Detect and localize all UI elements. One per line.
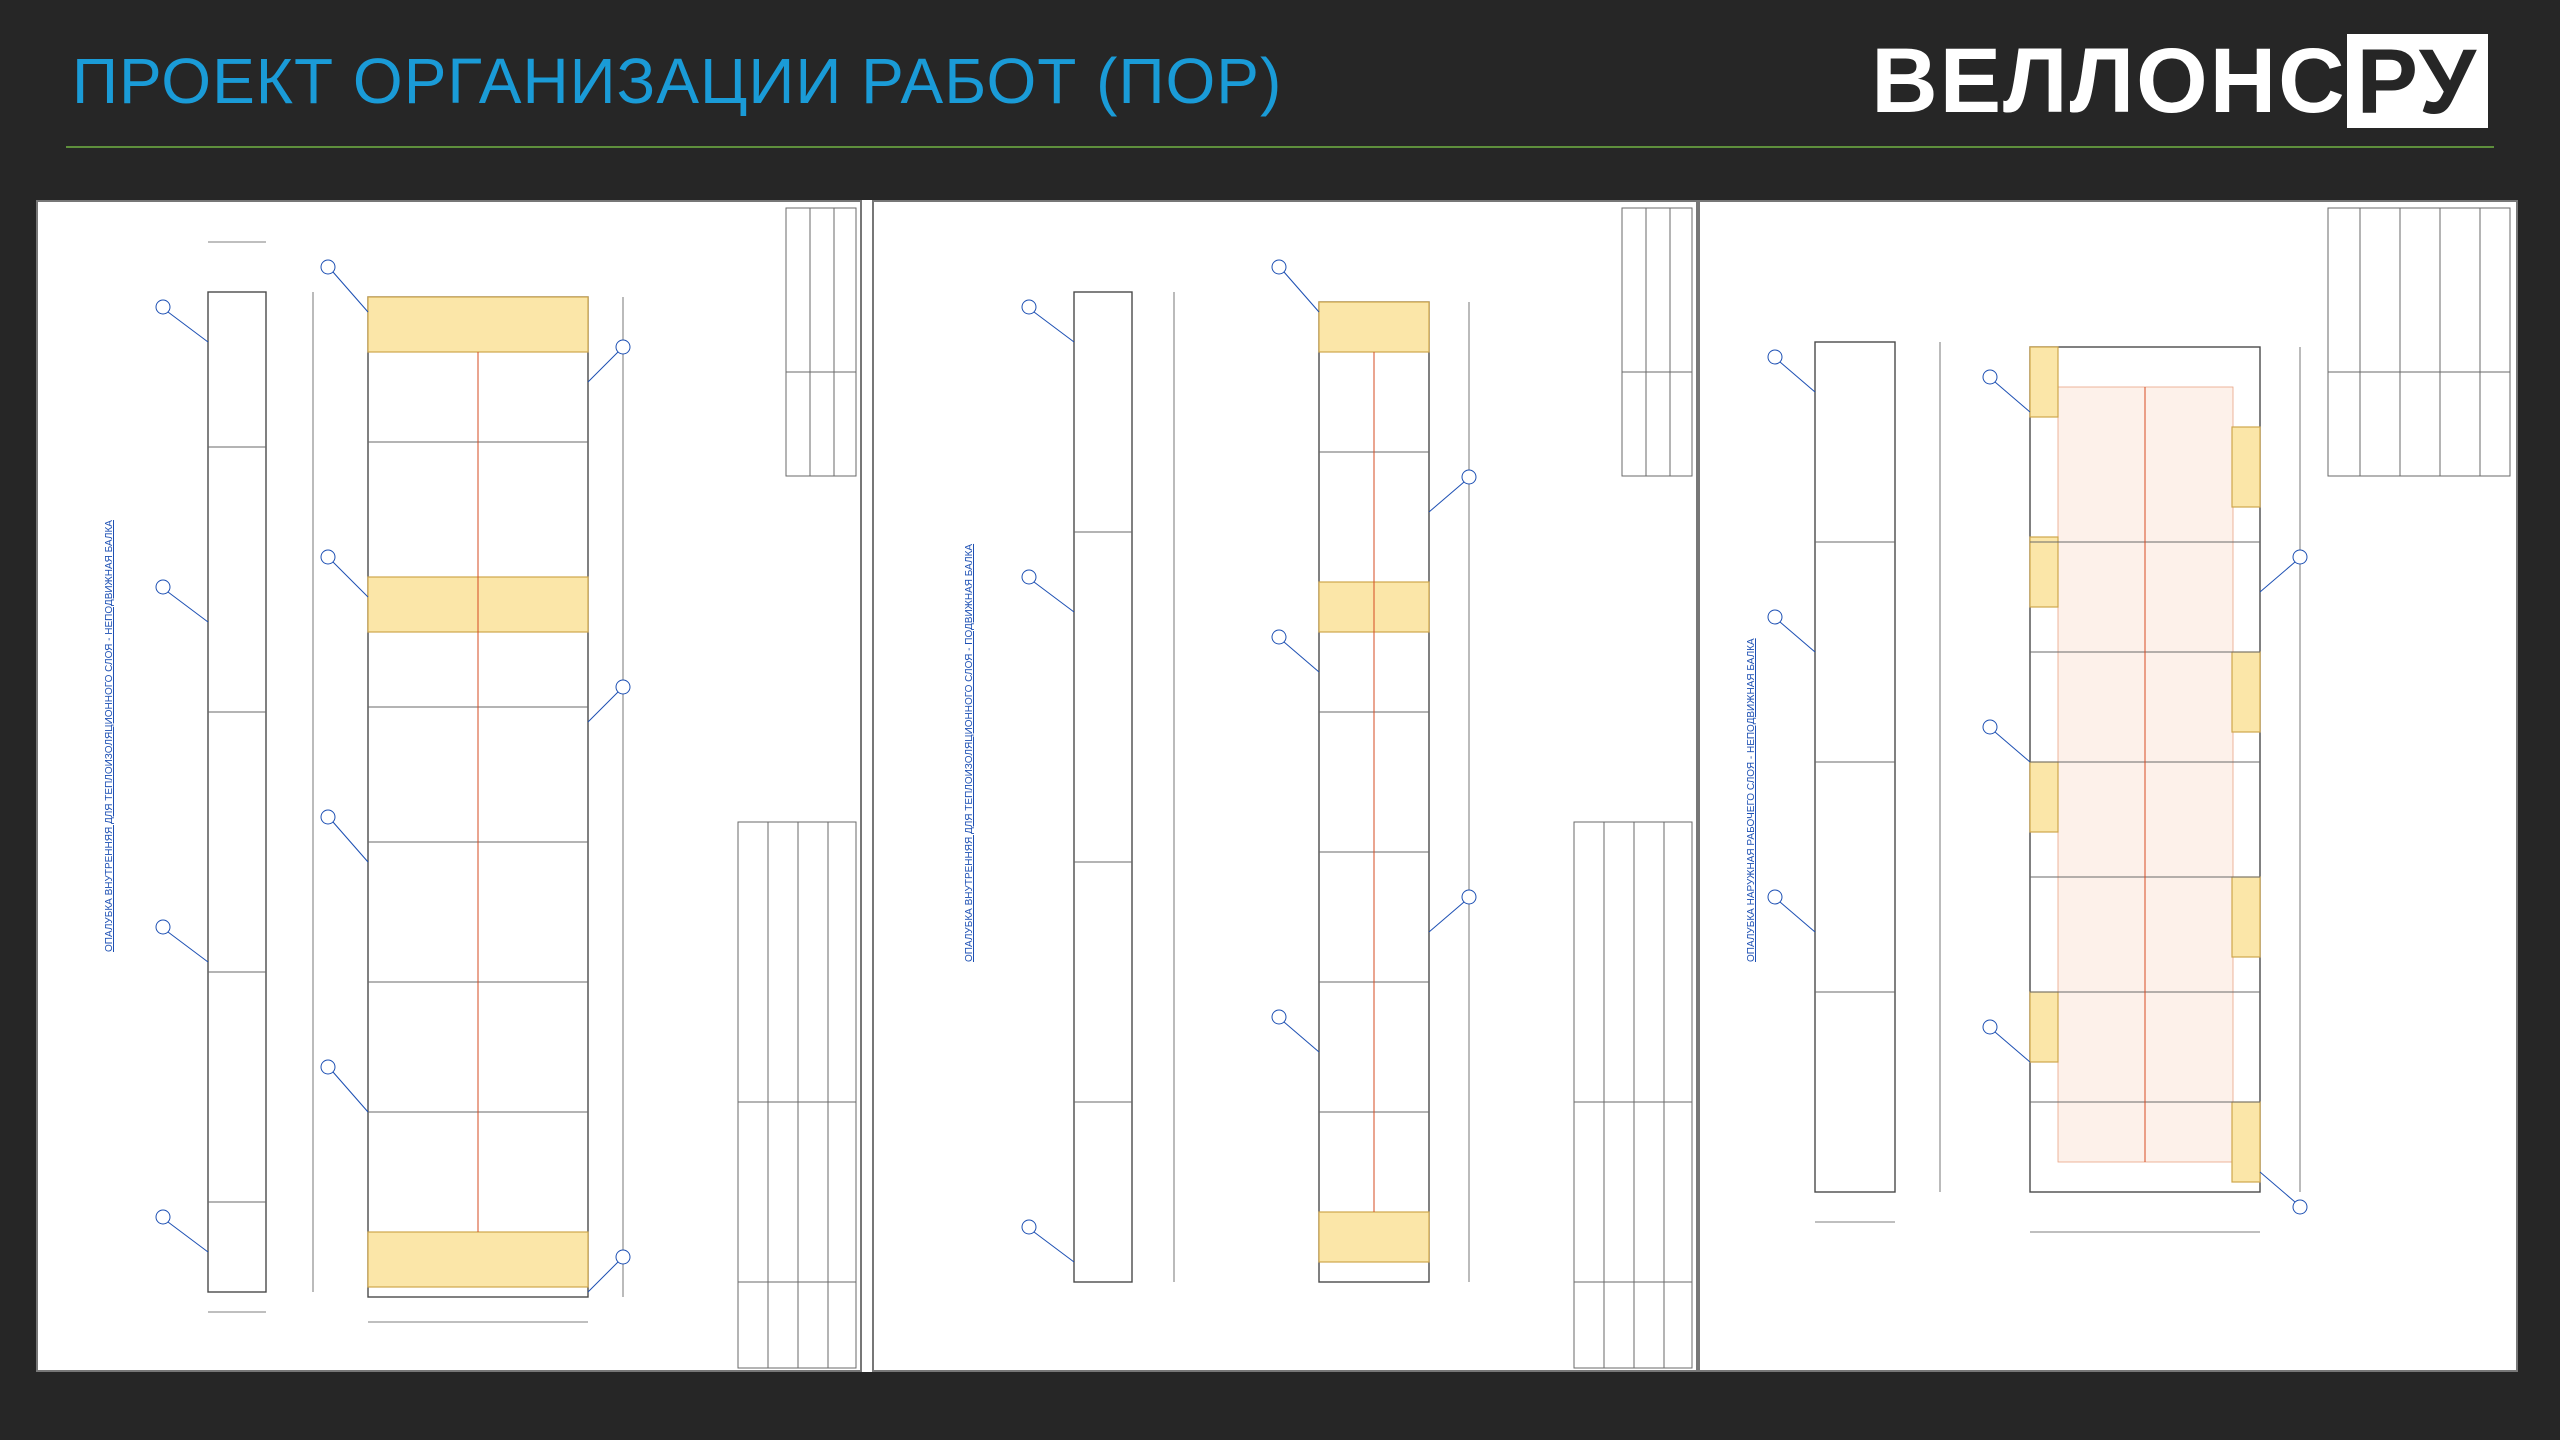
company-logo: ВЕЛЛОНС РУ	[1871, 30, 2488, 132]
drawing-sheet-2: ОПАЛУБКА ВНУТРЕННЯЯ ДЛЯ ТЕПЛОИЗОЛЯЦИОННО…	[872, 200, 1698, 1372]
header-divider	[66, 146, 2494, 148]
sheet-2-caption: ОПАЛУБКА ВНУТРЕННЯЯ ДЛЯ ТЕПЛОИЗОЛЯЦИОННО…	[964, 543, 975, 962]
formwork-block	[1318, 1211, 1430, 1263]
drawing-sheet-3: ОПАЛУБКА НАРУЖНАЯ РАБОЧЕГО СЛОЯ - НЕПОДВ…	[1698, 200, 2518, 1372]
specification-table	[1573, 821, 1693, 1369]
formwork-block	[2231, 651, 2261, 733]
side-profile	[1073, 291, 1133, 1283]
formwork-block	[2029, 761, 2059, 833]
sheet-3-drawing	[1767, 207, 2511, 1233]
title-block	[785, 207, 857, 477]
formwork-block	[1318, 301, 1430, 353]
formwork-block	[2029, 536, 2059, 608]
page-title: ПРОЕКТ ОРГАНИЗАЦИИ РАБОТ (ПОР)	[72, 45, 1283, 117]
formwork-block	[367, 296, 589, 353]
formwork-block	[2231, 876, 2261, 958]
sheet-1-drawing	[155, 207, 857, 1369]
side-profile	[207, 291, 267, 1293]
drawing-sheet-1: ОПАЛУБКА ВНУТРЕННЯЯ ДЛЯ ТЕПЛОИЗОЛЯЦИОННО…	[36, 200, 862, 1372]
formwork-block	[2231, 426, 2261, 508]
drawing-sheets-area: ОПАЛУБКА ВНУТРЕННЯЯ ДЛЯ ТЕПЛОИЗОЛЯЦИОННО…	[36, 200, 2518, 1372]
side-profile	[1814, 341, 1896, 1193]
logo-text-left: ВЕЛЛОНС	[1871, 30, 2347, 132]
formwork-block	[2231, 1101, 2261, 1183]
formwork-block	[2029, 991, 2059, 1063]
formwork-block	[367, 1231, 589, 1288]
sheet-2-drawing	[1021, 207, 1693, 1369]
title-block	[1621, 207, 1693, 477]
specification-table	[737, 821, 857, 1369]
formwork-block	[2029, 346, 2059, 418]
sheet-1-caption: ОПАЛУБКА ВНУТРЕННЯЯ ДЛЯ ТЕПЛОИЗОЛЯЦИОННО…	[104, 520, 115, 952]
sheet-3-caption: ОПАЛУБКА НАРУЖНАЯ РАБОЧЕГО СЛОЯ - НЕПОДВ…	[1746, 638, 1757, 962]
title-block	[2327, 207, 2511, 477]
logo-text-right: РУ	[2346, 34, 2488, 128]
